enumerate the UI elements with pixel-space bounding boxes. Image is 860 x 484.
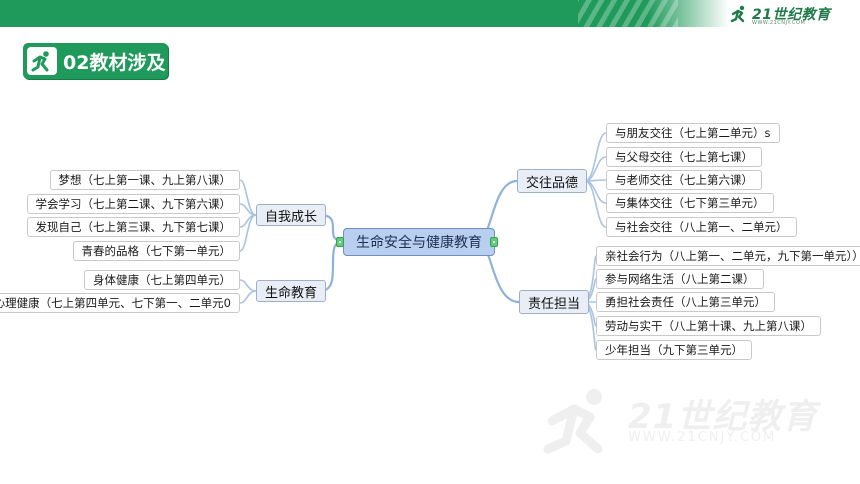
leaf-shengming-2[interactable]: 心理健康（七上第四单元、七下第一、二单元0: [0, 293, 240, 313]
leaf-label: 与朋友交往（七上第二单元）s: [615, 126, 771, 140]
leaf-shengming-1[interactable]: 身体健康（七上第四单元）: [84, 270, 240, 290]
section-badge: 02教材涉及: [23, 43, 168, 79]
leaf-zeren-1[interactable]: 亲社会行为（八上第一、二单元，九下第一单元））: [596, 246, 860, 266]
leaf-label: 身体健康（七上第四单元）: [93, 273, 231, 287]
leaf-label: 勇担社会责任（八上第三单元）: [605, 295, 766, 309]
brand-logo: 21世纪教育: [730, 5, 830, 23]
leaf-label: 心理健康（七上第四单元、七下第一、二单元0: [0, 296, 231, 310]
leaf-jiaowang-1[interactable]: 与朋友交往（七上第二单元）s: [606, 123, 780, 143]
branch-zeren-label: 责任担当: [528, 296, 581, 312]
branch-shengming[interactable]: 生命教育: [256, 280, 327, 302]
leaf-jiaowang-5[interactable]: 与社会交往（八上第一、二单元）: [606, 217, 797, 237]
brand-name: 21世纪教育: [752, 7, 831, 23]
central-topic-label: 生命安全与健康教育: [356, 235, 482, 251]
branch-jiaowang-label: 交往品德: [526, 175, 579, 191]
runner-logo-icon: [730, 5, 745, 23]
watermark-runner-icon: [543, 389, 603, 454]
branch-shengming-label: 生命教育: [265, 285, 318, 301]
leaf-zeren-4[interactable]: 劳动与实干（八上第十课、九上第八课）: [596, 316, 821, 336]
leaf-label: 参与网络生活（八上第二课）: [605, 272, 755, 286]
leaf-jiaowang-4[interactable]: 与集体交往（七下第三单元）: [606, 193, 774, 213]
leaf-zeren-3[interactable]: 勇担社会责任（八上第三单元）: [596, 292, 775, 312]
leaf-ziwo-1[interactable]: 梦想（七上第一课、九上第八课）: [49, 170, 240, 190]
leaf-label: 与社会交往（八上第一、二单元）: [615, 220, 788, 234]
collapse-toggle-left[interactable]: [336, 237, 344, 247]
collapse-toggle-right[interactable]: [490, 237, 498, 247]
watermark-text: 21世纪教育: [628, 397, 818, 437]
banner-fade: [648, 0, 860, 27]
leaf-label: 与父母交往（七上第七课）: [615, 150, 753, 164]
leaf-ziwo-3[interactable]: 发现自己（七上第三课、九下第七课）: [26, 217, 240, 237]
branch-zeren[interactable]: 责任担当: [519, 290, 590, 314]
leaf-label: 与老师交往（七上第六课）: [615, 173, 753, 187]
leaf-zeren-2[interactable]: 参与网络生活（八上第二课）: [596, 269, 764, 289]
leaf-label: 学会学习（七上第二课、九下第六课）: [35, 197, 232, 211]
leaf-label: 亲社会行为（八上第一、二单元，九下第一单元））: [605, 249, 860, 263]
branch-ziwo-label: 自我成长: [265, 209, 318, 225]
leaf-ziwo-4[interactable]: 青春的品格（七下第一单元）: [72, 241, 240, 261]
watermark-url: WWW.21CNJY.COM: [628, 430, 777, 445]
runner-icon: [31, 51, 49, 72]
brand-url: WWW.21CNJY.COM: [752, 20, 806, 26]
leaf-jiaowang-2[interactable]: 与父母交往（七上第七课）: [606, 147, 762, 167]
leaf-zeren-5[interactable]: 少年担当（九下第三单元）: [596, 340, 752, 360]
central-topic[interactable]: 生命安全与健康教育: [343, 228, 495, 256]
section-title: 02教材涉及: [63, 51, 166, 74]
leaf-ziwo-2[interactable]: 学会学习（七上第二课、九下第六课）: [26, 194, 240, 214]
branch-jiaowang[interactable]: 交往品德: [517, 169, 588, 193]
leaf-label: 发现自己（七上第三课、九下第七课）: [35, 220, 232, 234]
leaf-label: 劳动与实干（八上第十课、九上第八课）: [605, 319, 812, 333]
badge-icon-box: [27, 47, 57, 75]
watermark: 21世纪教育 WWW.21CNJY.COM: [540, 385, 840, 455]
leaf-label: 青春的品格（七下第一单元）: [81, 244, 232, 258]
branch-ziwo[interactable]: 自我成长: [256, 204, 327, 226]
leaf-jiaowang-3[interactable]: 与老师交往（七上第六课）: [606, 170, 762, 190]
leaf-label: 与集体交往（七下第三单元）: [615, 196, 765, 210]
leaf-label: 少年担当（九下第三单元）: [605, 343, 743, 357]
leaf-label: 梦想（七上第一课、九上第八课）: [58, 173, 232, 187]
